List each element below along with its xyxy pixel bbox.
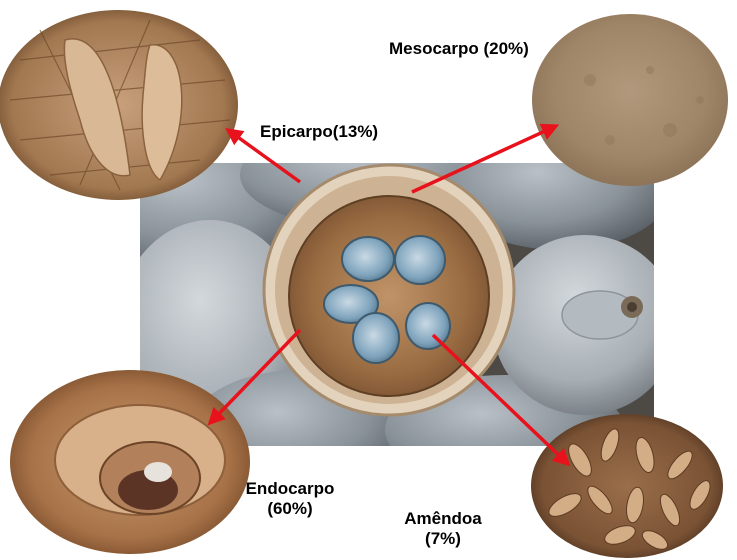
label-mesocarpo: Mesocarpo (20%) — [389, 39, 529, 59]
endocarpo-inset — [10, 370, 250, 554]
epicarpo-inset — [0, 10, 238, 200]
epicarpo-percent: (13%) — [333, 122, 378, 141]
amendoa-inset — [531, 414, 723, 558]
endocarpo-percent: (60%) — [238, 499, 342, 519]
label-epicarpo: Epicarpo(13%) — [260, 122, 378, 142]
mesocarpo-inset — [532, 14, 728, 186]
label-endocarpo: Endocarpo (60%) — [238, 479, 342, 519]
amendoa-name: Amêndoa — [395, 509, 491, 529]
label-amendoa: Amêndoa (7%) — [395, 509, 491, 549]
mesocarpo-name: Mesocarpo — [389, 39, 479, 58]
epicarpo-name: Epicarpo — [260, 122, 333, 141]
amendoa-percent: (7%) — [395, 529, 491, 549]
mesocarpo-percent: (20%) — [483, 39, 528, 58]
endocarpo-name: Endocarpo — [238, 479, 342, 499]
